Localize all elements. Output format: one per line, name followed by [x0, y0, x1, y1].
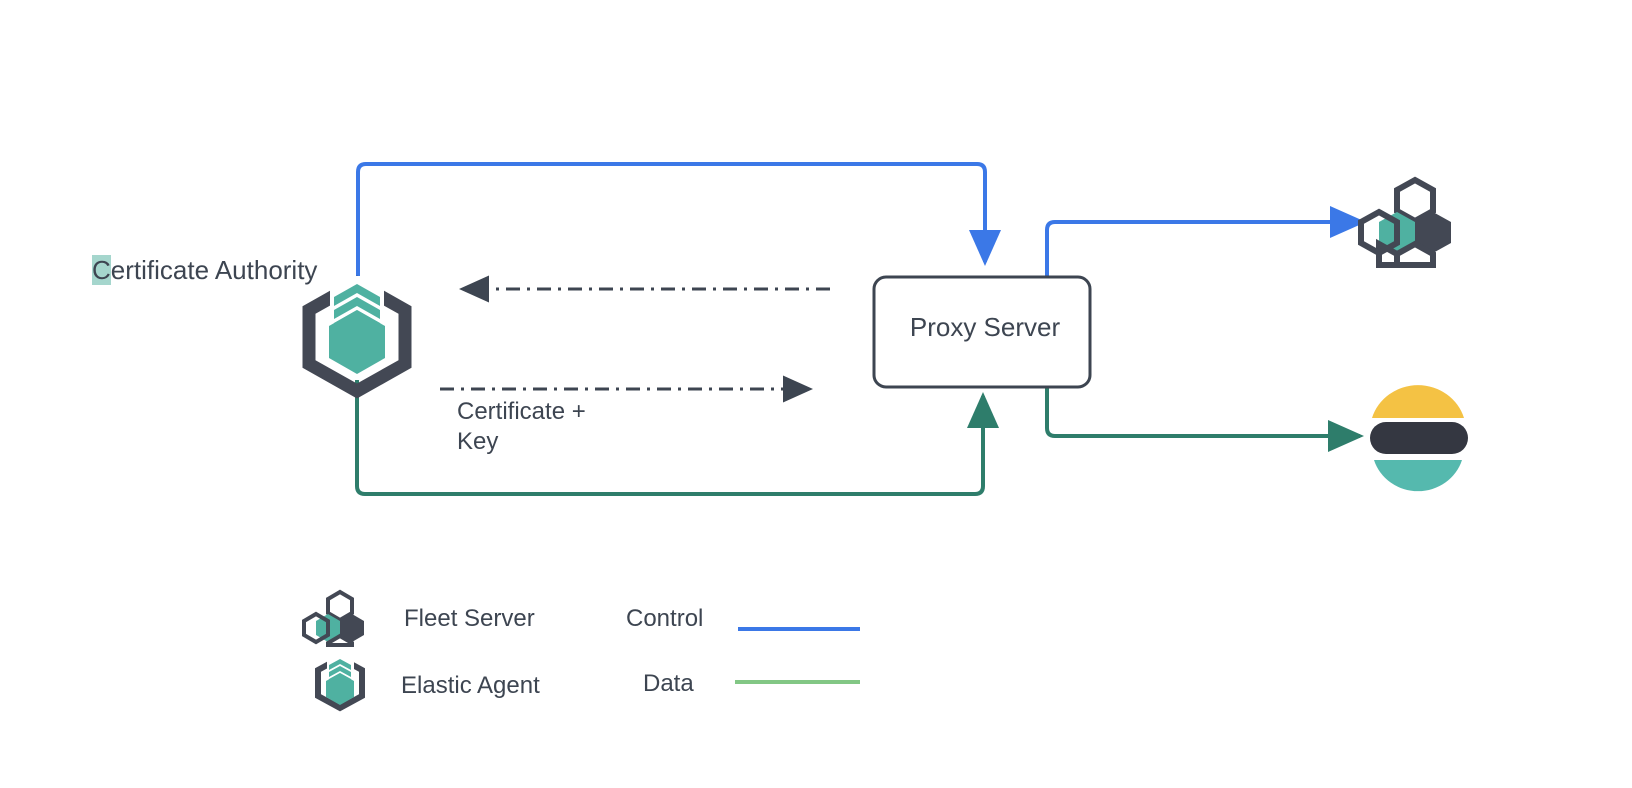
elasticsearch-icon — [1370, 385, 1468, 492]
certificate-authority-label-highlight: C — [92, 255, 111, 285]
certificate-authority-label: Certificate Authority — [92, 254, 317, 287]
legend-line-label-data: Data — [643, 670, 694, 697]
fleet-server-icon — [1358, 176, 1451, 268]
certificate-key-line2: Key — [457, 428, 499, 455]
edge-control-proxy-to-fleet — [1045, 206, 1366, 280]
certificate-key-line1: Certificate + — [457, 398, 586, 425]
edge-data-proxy-to-elasticsearch — [1045, 380, 1364, 452]
elastic-agent-icon — [302, 275, 412, 399]
edge-control-ca-to-proxy — [356, 162, 1001, 292]
legend-item-label-fleet-server: Fleet Server — [404, 605, 535, 632]
proxy-server-box[interactable] — [872, 275, 1092, 389]
legend-item-label-elastic-agent: Elastic Agent — [401, 672, 540, 699]
legend-elastic-agent-icon — [315, 654, 365, 712]
legend-fleet-server-icon — [302, 589, 364, 647]
edge-data-agent-to-proxy — [355, 380, 999, 496]
certificate-key-edge-label: Certificate + Key — [457, 397, 586, 457]
proxy-server-label: Proxy Server — [909, 312, 1061, 342]
certificate-authority-label-rest: ertificate Authority — [110, 255, 318, 285]
legend-line-label-control: Control — [626, 605, 704, 632]
